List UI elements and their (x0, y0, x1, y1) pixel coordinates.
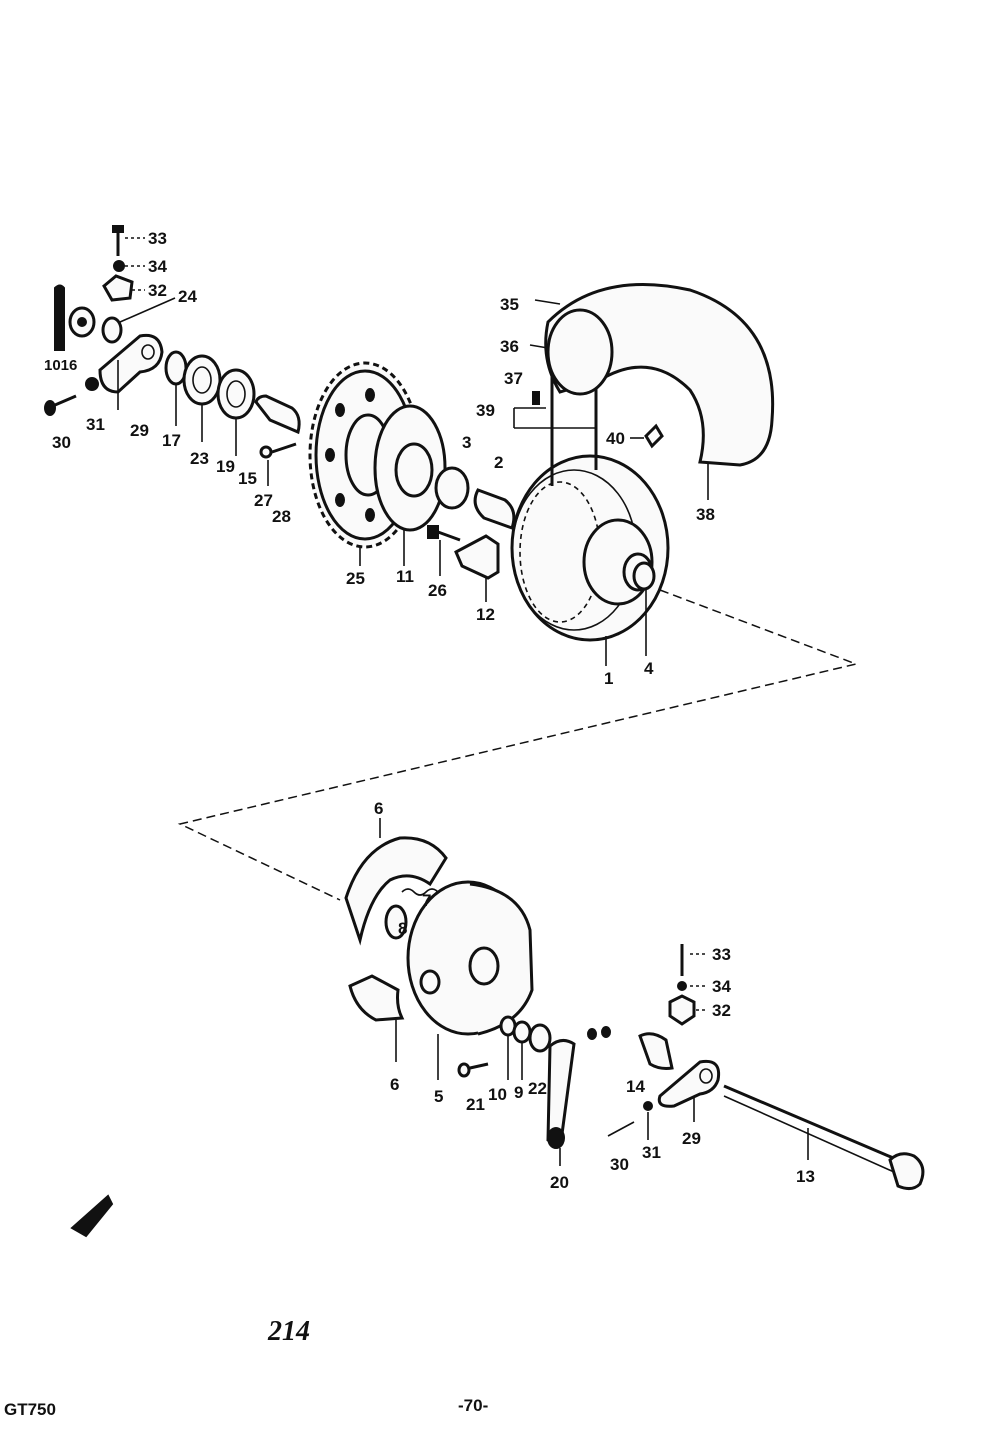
leader-lines (117, 344, 809, 1166)
part-label-17: 17 (162, 431, 181, 450)
valve-nut-40 (644, 423, 664, 449)
part-label-4: 4 (644, 659, 654, 678)
part-label-1016: 1016 (44, 357, 78, 374)
bearing-23 (182, 354, 222, 406)
rear-tire (534, 283, 775, 486)
part-label-14: 14 (626, 1077, 645, 1096)
part-label-25: 25 (346, 569, 365, 588)
part-label-29-upper: 29 (130, 421, 149, 440)
part-label-7: 7 (422, 891, 432, 910)
bearing-4 (632, 561, 656, 591)
pin-31-lower (643, 1101, 653, 1111)
bolt-30-lower (607, 1121, 635, 1137)
spacer-15 (254, 394, 301, 435)
part-label-29-lower: 29 (682, 1129, 701, 1148)
bearing-3 (434, 466, 470, 510)
bolt-26 (427, 525, 461, 542)
bolt-30-upper (44, 394, 77, 416)
part-label-5: 5 (434, 1087, 444, 1106)
part-label-12: 12 (476, 605, 495, 624)
axle-nut-cotter (54, 284, 96, 351)
figure-number: 214 (268, 1316, 310, 1347)
part-label-26: 26 (428, 581, 447, 600)
part-label-9: 9 (514, 1083, 524, 1102)
washer-24 (101, 316, 123, 344)
part-label-6-lower: 6 (390, 1075, 400, 1094)
part-label-32-upper: 32 (148, 281, 167, 300)
bolt-21 (457, 1062, 489, 1078)
part-label-31-lower: 31 (642, 1143, 661, 1162)
part-label-30-lower: 30 (610, 1155, 629, 1174)
part-label-27: 27 (254, 491, 273, 510)
part-label-2: 2 (494, 453, 504, 472)
brake-shoe-lower (348, 974, 405, 1022)
damper-12 (454, 534, 500, 580)
part-label-32-lower: 32 (712, 1001, 731, 1020)
part-label-33-upper: 33 (148, 229, 167, 248)
brake-cam-8 (384, 904, 408, 940)
seal-22 (528, 1023, 552, 1053)
adjuster-bolt-upper (102, 225, 145, 302)
part-label-34-lower: 34 (712, 977, 731, 996)
part-label-28: 28 (272, 507, 291, 526)
part-label-8-upper: 8 (532, 389, 540, 404)
part-label-22: 22 (528, 1079, 547, 1098)
part-label-1: 1 (604, 669, 614, 688)
brake-spring-7 (401, 888, 439, 896)
part-label-20: 20 (550, 1173, 569, 1192)
part-label-40: 40 (606, 429, 625, 448)
brake-panel (406, 880, 534, 1036)
part-label-13: 13 (796, 1167, 815, 1186)
part-label-31-upper: 31 (86, 415, 105, 434)
part-label-33-lower: 33 (712, 945, 731, 964)
part-label-34-upper: 34 (148, 257, 167, 276)
bolt-27-nut-28 (259, 442, 297, 459)
brake-lever (546, 1039, 576, 1149)
spacer-2 (473, 488, 516, 530)
assembly-guide-line (177, 589, 859, 901)
washer-9 (512, 1020, 532, 1044)
part-label-30-upper: 30 (52, 433, 71, 452)
brake-shoe-upper (344, 836, 448, 946)
direction-arrow-icon (70, 1194, 114, 1238)
valve-39 (513, 391, 596, 429)
part-label-38: 38 (696, 505, 715, 524)
oil-seal-19 (216, 368, 256, 420)
part-label-35: 35 (500, 295, 519, 314)
adjuster-bolt-lower (668, 944, 696, 1026)
part-label-8-lower: 8 (398, 919, 408, 938)
part-label-21: 21 (466, 1095, 485, 1114)
part-label-36: 36 (500, 337, 519, 356)
part-label-37: 37 (504, 369, 523, 388)
chain-adjuster-lower (657, 1059, 721, 1108)
rear-axle (723, 1084, 925, 1191)
chain-adjuster-upper (98, 333, 164, 394)
model-name: GT750 (4, 1400, 56, 1419)
part-label-19: 19 (216, 457, 235, 476)
pin-31-upper (85, 377, 99, 391)
spacer-14 (638, 1032, 674, 1070)
rear-wheel-hub (510, 454, 670, 642)
part-label-10: 10 (488, 1085, 507, 1104)
part-label-23: 23 (190, 449, 209, 468)
part-label-3: 3 (462, 433, 472, 452)
part-label-39: 39 (476, 401, 495, 420)
part-label-11: 11 (396, 567, 414, 586)
part-label-6-upper: 6 (374, 799, 384, 818)
part-label-15: 15 (238, 469, 257, 488)
page-number: -70- (458, 1396, 489, 1415)
sprocket-drum (373, 404, 447, 532)
part-label-24: 24 (178, 287, 197, 306)
